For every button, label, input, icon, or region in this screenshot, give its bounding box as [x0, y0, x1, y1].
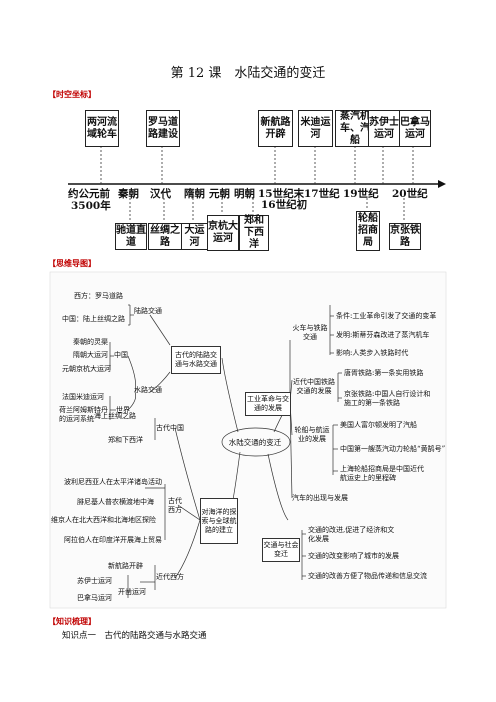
box-zhaoshang: 轮船招商局	[356, 211, 380, 251]
node-car: 汽车的出现与发展	[292, 494, 348, 502]
node-yuan-canal: 元朝京杭大运河	[62, 365, 111, 373]
era-sui: 隋朝	[184, 188, 205, 200]
era-16c: 16世纪初	[261, 199, 308, 211]
soc-city: 交通的改变影响了城市的发展	[308, 552, 399, 560]
node-anc-west: 古代西方	[168, 497, 182, 514]
node-maritime-silk: 海上丝绸之路	[94, 412, 136, 420]
node-industrial: 工业革命与交通的发展	[245, 392, 291, 416]
node-world: 世界	[116, 406, 130, 414]
node-zhenghe: 郑和下西洋	[108, 436, 143, 444]
node-water: 水路交通	[134, 386, 162, 394]
node-ancient: 古代的陆路交通与水路交通	[171, 346, 221, 374]
cn-rail-tangxu: 唐胥铁路:第一条实用铁路	[344, 369, 424, 377]
node-suez: 苏伊士运河	[77, 577, 112, 585]
node-ocean: 对海洋的探索与全球航路的建立	[200, 498, 238, 544]
section-timeline: 【时空坐标】	[48, 89, 96, 99]
era-17c: 17世纪	[304, 188, 340, 200]
era-3500bc-year: 3500年	[71, 200, 111, 212]
ship-zhaoshang: 上海轮船招商局是中国近代航运史上的里程碑	[340, 465, 424, 482]
node-ship: 轮船与航运业的发展	[294, 426, 330, 443]
box-chidao: 驰道直道	[115, 223, 147, 250]
node-railway: 火车与铁路交通	[292, 324, 328, 341]
era-ming: 明朝	[234, 188, 255, 200]
node-china: 中国	[114, 351, 128, 359]
era-qin: 秦朝	[118, 188, 139, 200]
node-modern-west: 近代西方	[156, 573, 184, 581]
node-mediterranean: 腓尼基人普农横渡地中海	[77, 498, 154, 506]
box-roman-roads: 罗马道路建设	[146, 110, 180, 147]
section-knowledge: 【知识梳理】	[48, 616, 96, 626]
node-canals: 开凿运河	[118, 588, 146, 596]
node-arab: 阿拉伯人在印度洋开展海上贸易	[64, 536, 162, 544]
box-new-route: 新航路开辟	[258, 110, 293, 147]
ship-huanghu: 中国第一艘蒸汽动力轮船“黄鹄号”	[340, 445, 446, 453]
rail-condition: 条件:工业革命引发了交通的变革	[336, 312, 437, 320]
node-viking: 维京人在北大西洋和北海地区探险	[51, 516, 156, 524]
knowledge-point-1: 知识点一 古代的陆路交通与水路交通	[62, 631, 207, 641]
node-anc-cn: 古代中国	[156, 424, 184, 432]
ship-fulton: 美国人富尔顿发明了汽船	[340, 421, 417, 429]
node-dutch-canal: 荷兰阿姆斯特丹的运河系统	[59, 406, 108, 423]
box-zhenghe: 郑和下西洋	[239, 215, 269, 251]
node-france-canal: 法国米迪运河	[62, 393, 104, 401]
node-china-silk: 中国：陆上丝绸之路	[62, 315, 125, 323]
node-west-roads: 西方：罗马道路	[74, 292, 123, 300]
era-han: 汉代	[150, 188, 171, 200]
box-jinghang-canal: 京杭大运河	[207, 215, 239, 251]
node-sui-canal: 隋朝大运河	[73, 351, 108, 359]
node-qin-canal: 秦朝的灵渠	[73, 338, 108, 346]
box-midi-canal: 米迪运河	[298, 110, 333, 147]
era-3500bc: 约公元前	[68, 188, 110, 200]
section-mindmap: 【思维导图】	[48, 258, 96, 268]
rail-invention: 发明:斯蒂芬森改进了蒸汽机车	[336, 331, 430, 339]
era-19c: 19世纪	[343, 188, 379, 200]
node-polynesia: 波利尼西亚人在太平洋诸岛活动	[64, 478, 162, 486]
page-title: 第 12 课 水陆交通的变迁	[170, 66, 326, 81]
era-20c: 20世纪	[392, 188, 428, 200]
era-yuan: 元朝	[209, 188, 230, 200]
node-land: 陆路交通	[134, 307, 162, 315]
soc-info: 交通的改善方便了物品传递和信息交流	[308, 572, 427, 580]
node-panama: 巴拿马运河	[77, 594, 112, 602]
box-wheel-cart: 两河流域轮车	[85, 110, 119, 147]
node-new-route: 新航路开辟	[108, 562, 143, 570]
soc-economy: 交通的改进,促进了经济和文化发展	[308, 526, 395, 543]
era-15c: 15世纪末	[258, 188, 305, 200]
rail-impact: 影响:人类步入铁路时代	[336, 349, 409, 357]
node-cn-rail: 近代中国铁路交通的发展	[293, 378, 335, 395]
box-silk-road: 丝绸之路	[148, 223, 182, 250]
cn-rail-jingzhang: 京张铁路:中国人自行设计和施工的第一条铁路	[344, 390, 431, 407]
box-jingzhang: 京张铁路	[389, 223, 421, 250]
mindmap-center: 水陆交通的变迁	[228, 437, 282, 447]
node-society: 交通与社会变迁	[262, 538, 300, 562]
box-panama: 巴拿马运河	[399, 110, 431, 147]
